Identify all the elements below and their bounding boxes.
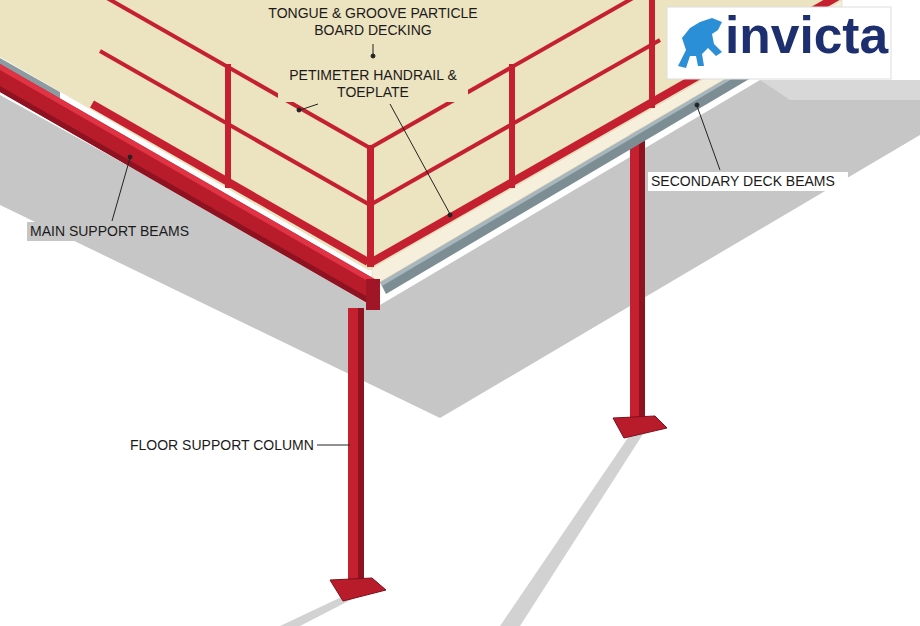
floor-shadow [760,80,920,100]
leader-dot [297,108,301,112]
logo-box [667,7,891,79]
leader-line [112,158,130,221]
handrail [370,40,660,205]
part-label: SECONDARY DECK BEAMS [648,172,848,191]
beam-end-plate [366,279,380,310]
handrail-post [649,0,655,108]
leader-dot [128,155,132,159]
leader-line [390,104,450,214]
leader-line [373,44,374,55]
column-side [639,130,645,422]
floor-support-column [348,308,364,586]
leader-dot [448,213,452,217]
leader-line [697,106,720,170]
part-label: MAIN SUPPORT BEAMS [27,222,202,241]
column-side [358,308,364,586]
leader-dot [371,54,375,58]
leader-dot [695,103,699,107]
part-label: FLOOR SUPPORT COLUMN [127,436,317,455]
base-plate [330,578,386,601]
part-label: TONGUE & GROOVE PARTICLE BOARD DECKING [263,4,483,40]
leader-line [300,104,318,110]
logo-wordmark: invicta [722,9,888,63]
floor-support-column [630,130,645,422]
column-shadow [500,420,652,626]
logo-horse [678,18,722,68]
base-plate [613,416,667,438]
leader-line [313,445,350,446]
part-label: PETIMETER HANDRAIL & TOEPLATE [278,66,468,102]
